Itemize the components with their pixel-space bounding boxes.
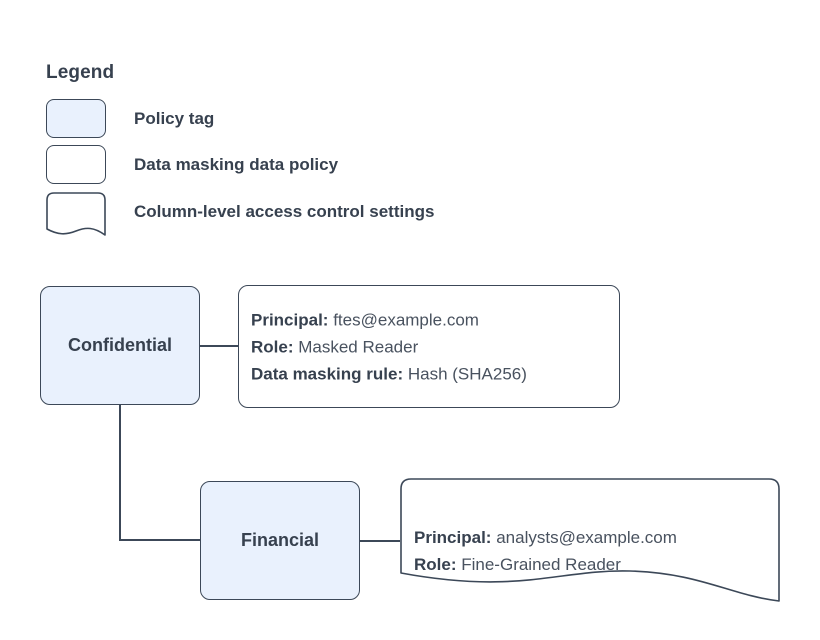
policy-financial-key-principal: Principal:: [414, 528, 492, 547]
rounded-empty-box-icon: [46, 145, 106, 184]
policy-financial-lines: Principal: analysts@example.com Role: Fi…: [414, 524, 770, 578]
legend-label-policy-tag: Policy tag: [134, 109, 215, 128]
legend-swatch-policy-tag: [46, 99, 106, 138]
policy-confidential-line-principal: Principal: ftes@example.com: [251, 306, 609, 333]
policy-confidential-value-role: Masked Reader: [298, 337, 419, 356]
policy-confidential-line-role: Role: Masked Reader: [251, 333, 609, 360]
policy-financial-value-principal: analysts@example.com: [496, 528, 677, 547]
policy-confidential-key-masking-rule: Data masking rule:: [251, 364, 404, 383]
legend-swatch-data-masking-policy: [46, 145, 106, 184]
policy-confidential-value-masking-rule: Hash (SHA256): [407, 364, 527, 383]
node-confidential-label: Confidential: [68, 335, 172, 355]
policy-box-confidential[interactable]: Principal: ftes@example.com Role: Masked…: [238, 285, 620, 408]
policy-financial-value-role: Fine-Grained Reader: [461, 555, 621, 574]
document-wavy-box-icon: [46, 192, 106, 236]
node-confidential[interactable]: Confidential: [40, 286, 200, 405]
policy-financial-line-principal: Principal: analysts@example.com: [414, 524, 770, 551]
policy-confidential-line-masking-rule: Data masking rule: Hash (SHA256): [251, 360, 609, 387]
policy-box-financial[interactable]: Principal: analysts@example.com Role: Fi…: [400, 478, 780, 602]
edge-financial-to-policy: [360, 540, 400, 542]
legend-swatch-column-level-access: [46, 192, 106, 236]
document-wavy-box-icon: [400, 478, 780, 602]
policy-financial-key-role: Role:: [414, 555, 457, 574]
node-financial-label: Financial: [240, 530, 320, 550]
policy-confidential-lines: Principal: ftes@example.com Role: Masked…: [251, 306, 609, 387]
rounded-filled-box-icon: [46, 99, 106, 138]
policy-confidential-key-role: Role:: [251, 337, 294, 356]
node-financial[interactable]: Financial: [200, 481, 360, 600]
legend-label-column-level-access: Column-level access control settings: [134, 202, 435, 221]
edge-confidential-to-financial-vertical: [119, 405, 121, 541]
policy-confidential-value-principal: ftes@example.com: [333, 310, 479, 329]
policy-confidential-key-principal: Principal:: [251, 310, 329, 329]
legend-label-data-masking-policy: Data masking data policy: [134, 155, 339, 174]
legend-title: Legend: [46, 62, 115, 83]
edge-confidential-to-financial-horizontal: [119, 539, 201, 541]
edge-confidential-to-policy: [200, 345, 238, 347]
policy-financial-line-role: Role: Fine-Grained Reader: [414, 551, 770, 578]
